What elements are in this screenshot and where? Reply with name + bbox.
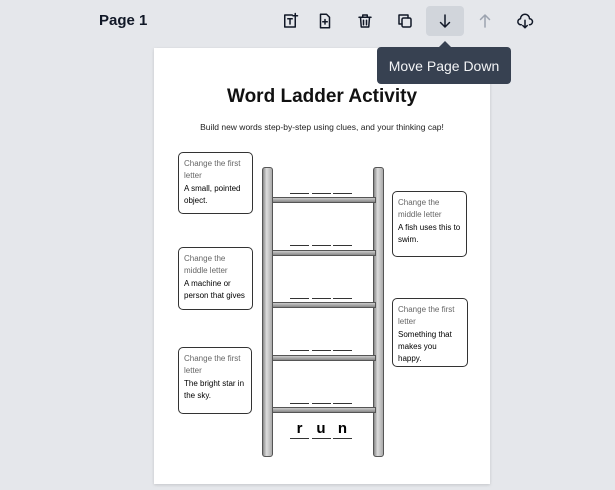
ladder-rung <box>272 197 376 203</box>
clue-hint: Change the first letter <box>184 354 241 375</box>
arrow-up-icon <box>479 14 491 28</box>
add-page-icon <box>319 13 331 29</box>
duplicate-icon <box>398 14 412 28</box>
letter: n <box>333 420 352 439</box>
add-text-icon <box>284 12 299 28</box>
clue-text: The bright star in the sky. <box>184 379 245 400</box>
clue-text: A machine or person that gives <box>184 279 245 300</box>
clue-hint: Change the middle letter <box>184 254 228 275</box>
move-page-down-button[interactable] <box>426 6 464 36</box>
answer-blanks[interactable] <box>290 298 352 299</box>
page-label: Page 1 <box>99 12 148 29</box>
delete-page-button[interactable] <box>346 6 384 36</box>
add-text-button[interactable] <box>271 6 309 36</box>
answer-blanks[interactable] <box>290 350 352 351</box>
duplicate-page-button[interactable] <box>386 6 424 36</box>
download-button[interactable] <box>506 6 544 36</box>
clue-text: Something that makes you happy. <box>398 330 452 363</box>
ladder-rung <box>272 355 376 361</box>
ladder-rung <box>272 250 376 256</box>
clue-box: Change the middle letter A machine or per… <box>178 247 253 310</box>
start-word: r u n <box>290 420 352 439</box>
ladder-rung <box>272 302 376 308</box>
arrow-down-icon <box>439 14 451 28</box>
clue-text: A small, pointed object. <box>184 184 241 205</box>
clue-box: Change the first letter A small, pointed … <box>178 152 253 214</box>
tooltip: Move Page Down <box>377 41 511 84</box>
ladder-right-rail <box>373 167 384 457</box>
trash-icon <box>358 14 372 28</box>
answer-blanks[interactable] <box>290 245 352 246</box>
clue-text: A fish uses this to swim. <box>398 223 461 244</box>
worksheet-page[interactable]: Word Ladder Activity Build new words ste… <box>154 48 490 484</box>
clue-box: Change the middle letter A fish uses this… <box>392 191 467 257</box>
letter: u <box>311 420 331 439</box>
answer-blanks[interactable] <box>290 193 352 194</box>
cloud-download-icon <box>517 13 534 29</box>
add-page-button[interactable] <box>306 6 344 36</box>
ladder-rung <box>272 407 376 413</box>
answer-blanks[interactable] <box>290 403 352 404</box>
clue-hint: Change the middle letter <box>398 198 442 219</box>
clue-hint: Change the first letter <box>398 305 455 326</box>
worksheet-subtitle: Build new words step-by-step using clues… <box>200 122 444 132</box>
ladder-left-rail <box>262 167 273 457</box>
clue-hint: Change the first letter <box>184 159 241 180</box>
move-page-up-button[interactable] <box>466 6 504 36</box>
worksheet-title: Word Ladder Activity <box>226 86 418 107</box>
letter: r <box>290 420 309 439</box>
